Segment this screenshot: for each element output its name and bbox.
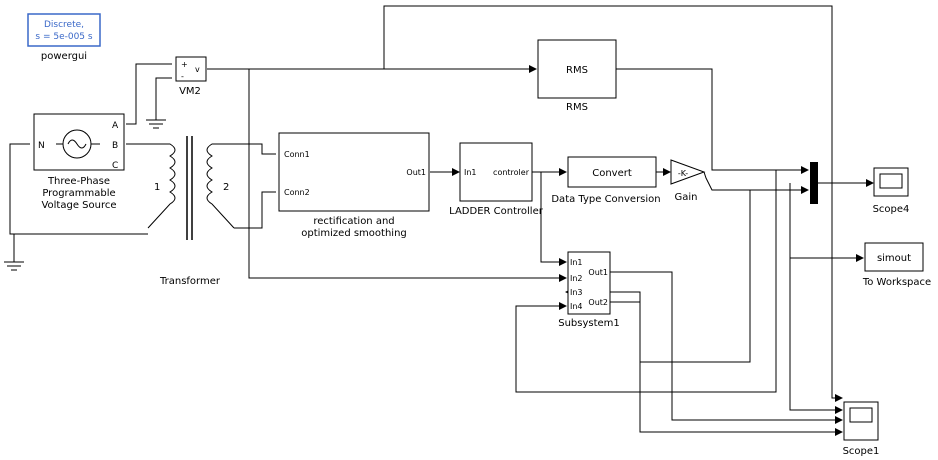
line-feedback-to-subsystem-in4[interactable] — [515, 170, 777, 393]
ac-source-icon — [56, 129, 100, 159]
line-gain-to-mux[interactable] — [703, 171, 809, 194]
subsystem-port-in4: In4 — [570, 302, 583, 311]
subsystem-label: Subsystem1 — [558, 318, 620, 329]
source-label-line2: Programmable — [42, 188, 115, 199]
line-subsystem-out1-to-scope1[interactable] — [610, 271, 843, 424]
rectifier-subsystem-block[interactable]: Conn1 Conn2 Out1 rectification and optim… — [278, 132, 430, 239]
line-transformer-to-rect2 — [234, 191, 276, 229]
ground-icon — [4, 261, 24, 271]
line-top-feedback-to-scope1[interactable] — [383, 5, 843, 402]
ladder-port-out: controler — [493, 168, 530, 177]
powergui-label: powergui — [41, 51, 87, 62]
vm2-voltage-measurement-block[interactable]: + - v VM2 — [175, 56, 207, 97]
line-source-n-to-ground — [9, 143, 148, 235]
powergui-line2: s = 5e-005 s — [35, 32, 93, 42]
line-vm2-to-subsystem-in2[interactable] — [248, 69, 567, 282]
vm2-label: VM2 — [179, 86, 201, 97]
scope4-block[interactable]: Scope4 — [873, 167, 910, 215]
vm2-port-out: v — [195, 65, 200, 74]
rms-text: RMS — [566, 65, 588, 76]
gain-block[interactable]: -K- Gain — [670, 159, 706, 203]
scope-icon — [849, 407, 873, 423]
gain-label: Gain — [675, 192, 698, 203]
source-port-b: B — [112, 141, 118, 151]
scope1-block[interactable]: Scope1 — [843, 401, 880, 457]
transformer-label: Transformer — [159, 276, 221, 287]
line-vm2-minus-to-ground — [155, 77, 172, 120]
line-subsystem-out2-to-scope1[interactable] — [610, 301, 843, 436]
ladder-label: LADDER Controller — [449, 206, 544, 217]
subsystem-port-in1: In1 — [570, 258, 583, 267]
source-port-n: N — [38, 141, 45, 151]
ladder-port-in: In1 — [464, 168, 477, 177]
scope1-label: Scope1 — [843, 446, 880, 457]
line-ladder-to-subsystem-in1[interactable] — [540, 172, 567, 266]
vm2-port-plus: + — [181, 60, 188, 69]
three-phase-source-block[interactable]: N A B C Three-Phase Programmable Voltage… — [33, 113, 125, 211]
rectifier-port-out1: Out1 — [406, 168, 426, 177]
subsystem1-block[interactable]: In1 In2 In3 In4 Out1 Out2 Subsystem1 — [558, 251, 620, 329]
mux-block[interactable] — [810, 162, 818, 204]
source-label-line3: Voltage Source — [41, 200, 116, 211]
line-transformer-to-rect1 — [234, 143, 276, 155]
transformer-winding2: 2 — [223, 182, 229, 193]
ground-icon — [146, 119, 166, 129]
subsystem-port-out2: Out2 — [588, 298, 608, 307]
line-to-workspace[interactable] — [789, 183, 864, 262]
transformer-winding1: 1 — [154, 182, 160, 193]
convert-text: Convert — [592, 168, 632, 179]
transformer-block[interactable]: 1 2 Transformer — [147, 136, 235, 287]
to-workspace-label: To Workspace — [862, 277, 931, 288]
line-rms-to-mux[interactable] — [616, 68, 809, 174]
vm2-port-minus: - — [181, 72, 184, 81]
rectifier-label-line2: optimized smoothing — [301, 228, 407, 239]
signal-lines — [9, 5, 874, 436]
source-label-line1: Three-Phase — [47, 176, 110, 187]
scope4-label: Scope4 — [873, 204, 910, 215]
rms-block[interactable]: RMS RMS — [537, 39, 617, 113]
source-port-c: C — [112, 161, 118, 171]
ladder-controller-block[interactable]: In1 controler LADDER Controller — [449, 142, 544, 217]
line-source-a-to-vm2 — [126, 63, 172, 125]
convert-label: Data Type Conversion — [551, 194, 660, 205]
source-port-a: A — [112, 121, 119, 131]
powergui-block[interactable]: Discrete, s = 5e-005 s powergui — [27, 13, 101, 62]
gain-text: -K- — [678, 169, 688, 178]
scope-icon — [879, 173, 903, 189]
subsystem-port-in2: In2 — [570, 274, 583, 283]
rectifier-port-conn1: Conn1 — [284, 150, 310, 159]
rectifier-label-line1: rectification and — [313, 216, 394, 227]
rms-label: RMS — [566, 102, 588, 113]
transformer-coil-icon — [147, 136, 235, 240]
subsystem-port-out1: Out1 — [588, 268, 608, 277]
to-workspace-block[interactable]: simout To Workspace — [862, 242, 931, 288]
simout-text: simout — [877, 253, 911, 264]
data-type-conversion-block[interactable]: Convert Data Type Conversion — [551, 156, 661, 205]
line-mux-to-scope1[interactable] — [789, 258, 843, 414]
subsystem-port-in3: In3 — [570, 288, 583, 297]
rectifier-port-conn2: Conn2 — [284, 188, 310, 197]
powergui-line1: Discrete, — [44, 20, 84, 30]
